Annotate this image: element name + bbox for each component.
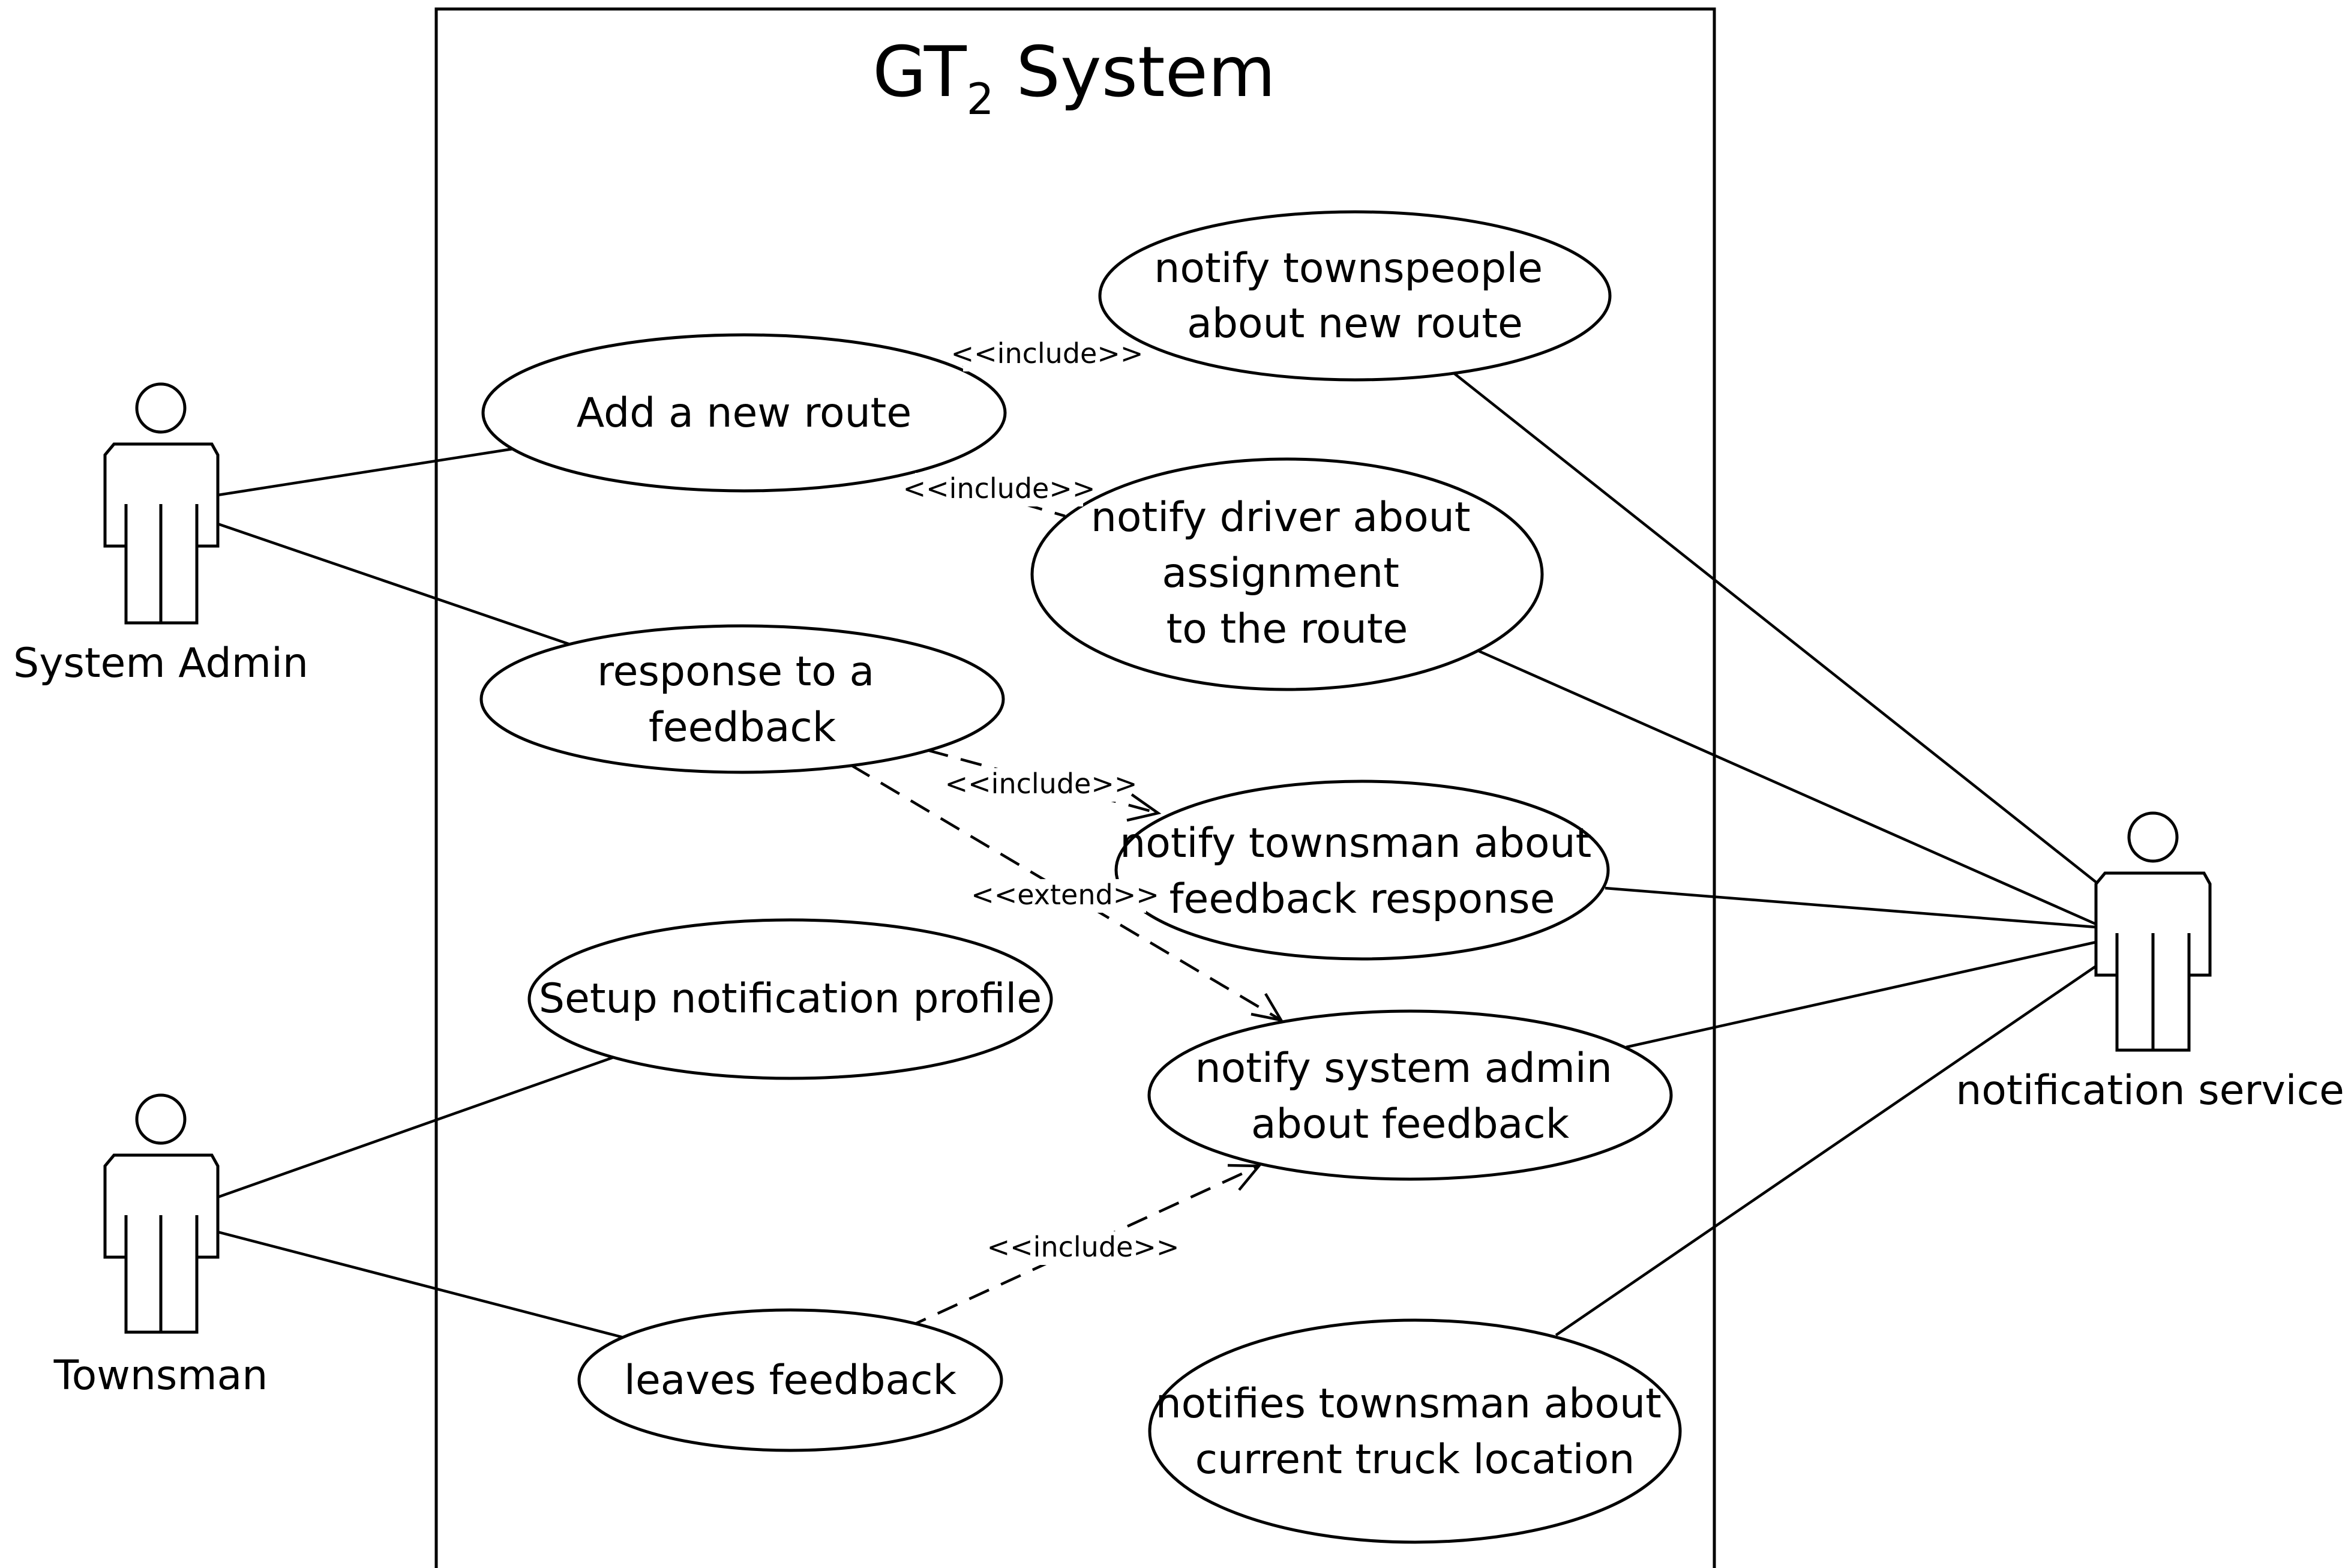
- actor-system-admin[interactable]: System Admin: [13, 382, 308, 687]
- stereotype-include-3: <<include>>: [945, 767, 1138, 800]
- assoc-admin-response-feedback: [217, 522, 581, 650]
- actor-notification-service[interactable]: notification service: [1956, 811, 2344, 1114]
- system-title: GT2 System: [872, 32, 1276, 124]
- use-case-label: leaves feedback: [624, 1357, 957, 1404]
- include-leaves-admin-arrowhead: [1227, 1164, 1262, 1191]
- use-case-ellipse: [1098, 210, 1612, 382]
- use-case-notify-townspeople[interactable]: notify townspeople about new route: [1098, 210, 1612, 382]
- use-case-ellipse: [479, 624, 1005, 774]
- assoc-townsman-leaves-feedback: [217, 1230, 634, 1342]
- actor-townsman[interactable]: Townsman: [53, 1093, 268, 1399]
- actor-head-icon: [2127, 811, 2179, 863]
- stereotype-include-2: <<include>>: [903, 472, 1096, 505]
- use-case-notify-admin[interactable]: notify system admin about feedback: [1147, 1009, 1673, 1181]
- use-case-ellipse: [1147, 1009, 1673, 1181]
- use-case-ellipse: [1030, 457, 1544, 691]
- actor-label: notification service: [1956, 1067, 2344, 1114]
- use-case-add-route[interactable]: Add a new route: [481, 333, 1007, 493]
- use-case-label: response to a feedback: [597, 648, 887, 751]
- use-case-ellipse: [527, 918, 1053, 1080]
- use-case-setup-profile[interactable]: Setup notification profile: [527, 918, 1053, 1080]
- use-case-notify-townsman-response[interactable]: notify townsman about feedback response: [1114, 779, 1610, 961]
- include-response-townsman-arrowhead: [1126, 793, 1162, 822]
- assoc-service-notify-townspeople: [1450, 370, 2097, 883]
- stereotype-bg: [963, 338, 1131, 371]
- actor-head-icon: [135, 1093, 187, 1145]
- stereotype-bg: [984, 879, 1146, 913]
- use-case-label: Add a new route: [577, 389, 911, 437]
- use-case-notify-driver[interactable]: notify driver about assignment to the ro…: [1030, 457, 1544, 691]
- assoc-service-notify-townsman-response: [1605, 886, 2097, 929]
- extend-response-admin-arrowhead: [1251, 993, 1284, 1023]
- assoc-service-notify-admin: [1626, 940, 2097, 1049]
- actor-label: System Admin: [13, 640, 308, 687]
- use-case-ellipse: [577, 1308, 1003, 1452]
- stereotype-bg: [999, 1231, 1167, 1265]
- use-case-label: notifies townsman about current truck lo…: [1156, 1380, 1675, 1483]
- actor-head-icon: [135, 382, 187, 434]
- use-case-label: notify townspeople about new route: [1154, 245, 1555, 347]
- use-case-label: notify townsman about feedback response: [1120, 820, 1605, 923]
- assoc-admin-add-route: [217, 447, 514, 497]
- use-case-label: notify driver about assignment to the ro…: [1091, 494, 1483, 653]
- use-case-ellipse: [481, 333, 1007, 493]
- use-case-label: notify system admin about feedback: [1195, 1045, 1626, 1148]
- actor-label: Townsman: [53, 1352, 268, 1399]
- associations: [217, 370, 2097, 1342]
- assoc-townsman-setup-profile: [217, 1054, 617, 1199]
- use-case-label: Setup notification profile: [539, 975, 1042, 1023]
- use-case-response-feedback[interactable]: response to a feedback: [479, 624, 1005, 774]
- stereotype-extend-1: <<extend>>: [971, 879, 1159, 911]
- stereotype-bg: [915, 473, 1083, 506]
- use-case-ellipse: [1114, 779, 1610, 961]
- stereotype-include-4: <<include>>: [987, 1231, 1180, 1263]
- assoc-service-notify-driver: [1476, 648, 2097, 926]
- use-case-ellipse: [1148, 1318, 1682, 1544]
- stereotype-bg: [957, 768, 1125, 802]
- assoc-service-notifies-truck: [1555, 965, 2097, 1336]
- system-boundary: [434, 7, 1716, 1568]
- stereotype-include-1: <<include>>: [951, 337, 1144, 370]
- use-case-notifies-truck[interactable]: notifies townsman about current truck lo…: [1148, 1318, 1682, 1544]
- stereotype-labels: <<include>> <<include>> <<include>> <<ex…: [903, 337, 1180, 1265]
- use-case-leaves-feedback[interactable]: leaves feedback: [577, 1308, 1003, 1452]
